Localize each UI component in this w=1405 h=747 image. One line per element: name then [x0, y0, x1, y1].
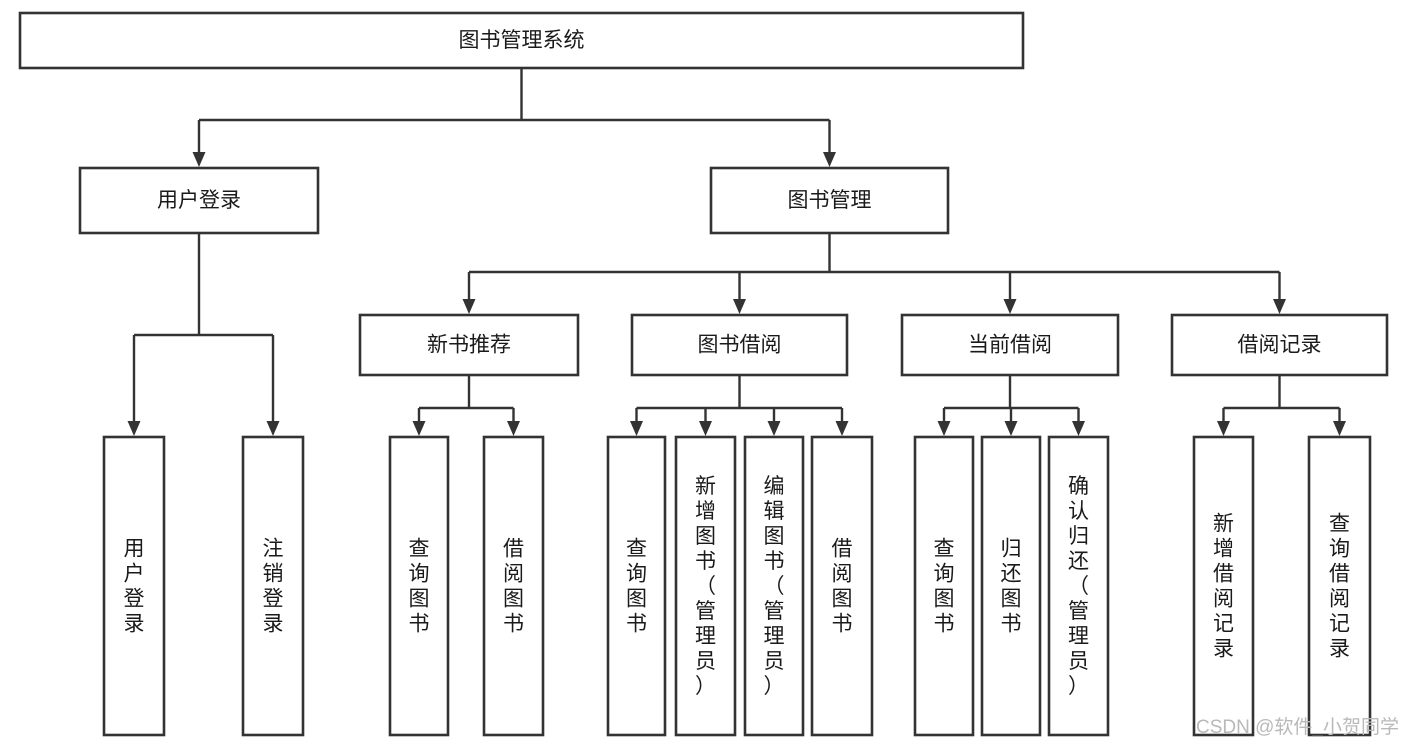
node-box-query-borrow-record[interactable]: [1307, 435, 1372, 737]
node-confirm-return[interactable]: 确认归还（管理员）: [1047, 435, 1110, 737]
node-box-borrow-book-1[interactable]: [482, 435, 545, 737]
node-add-book[interactable]: 新增图书（管理员）: [674, 435, 737, 737]
node-label-borrow-book-1: 借阅图书: [503, 538, 524, 636]
node-box-edit-book[interactable]: [743, 435, 805, 737]
node-label-edit-book: 编辑图书（管理员）: [764, 475, 785, 698]
node-box-return-book[interactable]: [980, 435, 1042, 737]
arrow-head-icon: [1273, 299, 1286, 314]
arrow-head-icon: [266, 421, 280, 436]
node-label-add-borrow-record: 新增借阅记录: [1213, 513, 1234, 661]
node-label-book-borrow: 图书借阅: [698, 334, 782, 357]
node-label-user-login: 用户登录: [157, 189, 241, 212]
node-box-book-management[interactable]: [709, 166, 950, 235]
node-box-borrow-book-2[interactable]: [810, 435, 874, 737]
arrow-head-icon: [412, 421, 426, 436]
node-user-login[interactable]: 用户登录: [78, 166, 320, 235]
node-borrow-book-1[interactable]: 借阅图书: [482, 435, 545, 737]
arrow-head-icon: [767, 421, 781, 436]
arrow-head-icon: [507, 421, 520, 436]
node-box-query-book-3[interactable]: [913, 435, 975, 737]
node-box-add-book[interactable]: [674, 435, 737, 737]
arrow-head-icon: [1333, 421, 1346, 436]
node-box-confirm-return[interactable]: [1047, 435, 1110, 737]
arrow-head-icon: [1217, 421, 1230, 436]
nodes-layer: 图书管理系统用户登录图书管理用户登录注销登录新书推荐查询图书借阅图书图书借阅查询…: [18, 11, 1389, 737]
arrow-head-icon: [699, 421, 712, 436]
node-label-confirm-return: 确认归还（管理员）: [1068, 475, 1089, 698]
node-box-current-borrow[interactable]: [900, 313, 1120, 377]
node-box-add-borrow-record[interactable]: [1192, 435, 1255, 737]
node-add-borrow-record[interactable]: 新增借阅记录: [1192, 435, 1255, 737]
node-borrow-records[interactable]: 借阅记录: [1170, 313, 1389, 377]
node-box-root[interactable]: [18, 11, 1025, 70]
node-logout[interactable]: 注销登录: [241, 435, 305, 737]
node-box-borrow-records[interactable]: [1170, 313, 1389, 377]
node-box-logout[interactable]: [241, 435, 305, 737]
node-label-login: 用户登录: [124, 538, 145, 636]
arrow-head-icon: [1072, 421, 1085, 436]
node-label-borrow-book-2: 借阅图书: [832, 538, 853, 636]
node-book-borrow[interactable]: 图书借阅: [630, 313, 849, 377]
arrow-head-icon: [1003, 299, 1017, 314]
node-query-borrow-record[interactable]: 查询借阅记录: [1307, 435, 1372, 737]
arrow-head-icon: [823, 152, 836, 167]
node-box-query-book-1[interactable]: [388, 435, 450, 737]
node-label-query-borrow-record: 查询借阅记录: [1329, 513, 1350, 661]
arrow-head-icon: [937, 421, 951, 436]
node-box-book-borrow[interactable]: [630, 313, 849, 377]
csdn-watermark: CSDN @软件_小贺同学: [1196, 716, 1399, 738]
node-label-borrow-records: 借阅记录: [1238, 334, 1322, 357]
connectors-layer: [127, 68, 1346, 436]
arrow-head-icon: [1004, 421, 1018, 436]
node-query-book-2[interactable]: 查询图书: [606, 435, 667, 737]
node-label-root: 图书管理系统: [459, 29, 585, 52]
node-label-add-book: 新增图书（管理员）: [695, 475, 716, 698]
node-box-user-login[interactable]: [78, 166, 320, 235]
node-current-borrow[interactable]: 当前借阅: [900, 313, 1120, 377]
node-query-book-3[interactable]: 查询图书: [913, 435, 975, 737]
node-box-new-book-recommend[interactable]: [358, 313, 580, 377]
node-label-query-book-1: 查询图书: [409, 538, 430, 636]
node-box-login[interactable]: [102, 435, 166, 737]
node-query-book-1[interactable]: 查询图书: [388, 435, 450, 737]
arrow-head-icon: [733, 299, 746, 314]
arrow-head-icon: [630, 421, 643, 436]
node-label-return-book: 归还图书: [1001, 538, 1022, 636]
arrow-head-icon: [835, 421, 849, 436]
node-return-book[interactable]: 归还图书: [980, 435, 1042, 737]
node-label-current-borrow: 当前借阅: [968, 334, 1052, 357]
node-new-book-recommend[interactable]: 新书推荐: [358, 313, 580, 377]
node-label-book-management: 图书管理: [788, 189, 872, 212]
arrow-head-icon: [192, 152, 206, 167]
arrow-head-icon: [127, 421, 141, 436]
arrow-head-icon: [462, 299, 476, 314]
node-book-management[interactable]: 图书管理: [709, 166, 950, 235]
node-root[interactable]: 图书管理系统: [18, 11, 1025, 70]
node-borrow-book-2[interactable]: 借阅图书: [810, 435, 874, 737]
node-label-logout: 注销登录: [263, 538, 284, 636]
node-login[interactable]: 用户登录: [102, 435, 166, 737]
node-label-query-book-2: 查询图书: [626, 538, 647, 636]
node-label-new-book-recommend: 新书推荐: [427, 334, 511, 357]
node-box-query-book-2[interactable]: [606, 435, 667, 737]
node-edit-book[interactable]: 编辑图书（管理员）: [743, 435, 805, 737]
node-label-query-book-3: 查询图书: [934, 538, 955, 636]
